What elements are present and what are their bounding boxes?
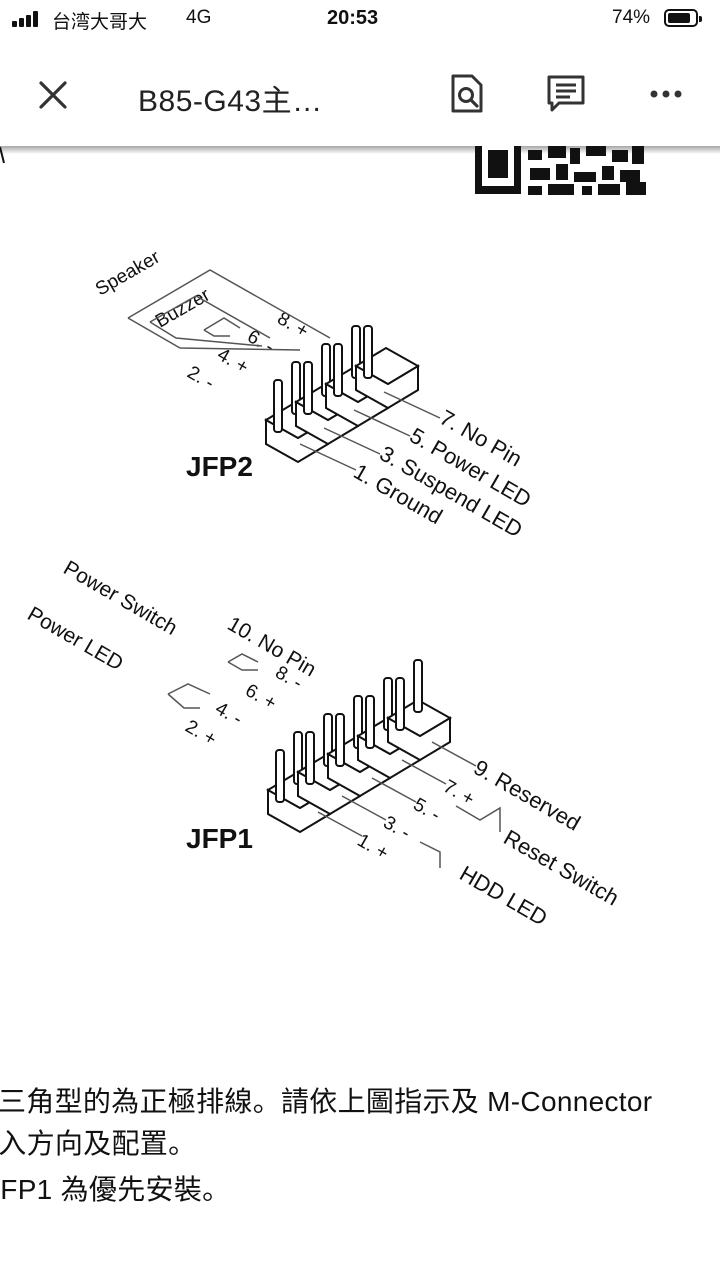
more-icon <box>650 90 682 98</box>
speaker-label: Speaker <box>92 246 164 300</box>
jfp1-pin-front-5 <box>395 677 405 731</box>
more-options-button[interactable] <box>642 74 690 114</box>
jfp2-pin-6: 6. - <box>244 326 278 358</box>
jfp1-pin-3: 3. - <box>380 812 414 844</box>
jfp1-pin-back-5 <box>413 659 423 713</box>
jfp2-title: JFP2 <box>186 451 253 482</box>
jfp2-pin-2: 2. - <box>184 362 218 394</box>
connector-diagram: JFP2 JFP1 Speaker Buzzer 8. + 6. - 4. + … <box>0 146 646 931</box>
comments-button[interactable] <box>542 70 590 118</box>
app-toolbar: B85-G43主… <box>0 40 720 154</box>
clock: 20:53 <box>327 7 379 29</box>
jfp1-pin-5: 5. - <box>410 794 444 826</box>
leader-lines <box>127 269 501 868</box>
jfp1-pin-front-3 <box>335 713 345 767</box>
carrier-name: 台湾大哥大 <box>52 12 148 33</box>
jfp2-pin-front-3 <box>333 343 343 397</box>
jfp2-connector <box>264 325 420 464</box>
jfp1-pin-6: 6. + <box>242 680 280 714</box>
document-title: B85-G43主… <box>138 85 323 118</box>
qr-code-fragment <box>475 146 646 195</box>
battery-percent: 74% <box>612 7 651 28</box>
jfp1-pin-2: 2. + <box>182 716 220 750</box>
find-in-document-button[interactable] <box>444 70 490 118</box>
jfp1-pin-4: 4. - <box>212 698 246 730</box>
battery-icon <box>664 9 702 27</box>
comment-icon <box>547 75 585 112</box>
instruction-line-2: 插入方向及配置。 <box>0 1128 197 1159</box>
jfp1-pin-front-4 <box>365 695 375 749</box>
status-bar: 台湾大哥大 4G 20:53 74% <box>0 0 720 40</box>
hdd-led-label: HDD LED <box>456 861 552 931</box>
close-icon <box>39 81 67 109</box>
jfp1-pin-front-2 <box>305 731 315 785</box>
jfp1-pin-9: 9. Reserved <box>470 755 585 836</box>
buzzer-label: Buzzer <box>152 284 214 332</box>
jfp1-connector <box>266 659 452 834</box>
power-led-label: Power LED <box>24 602 127 675</box>
document-search-icon <box>451 74 483 113</box>
jfp2-pin-front-1 <box>273 379 283 433</box>
jfp1-pin-front-1 <box>275 749 285 803</box>
jfp2-pin-front-4 <box>363 325 373 379</box>
signal-icon <box>12 11 44 27</box>
jfp1-pin-7: 7. + <box>440 776 478 810</box>
instruction-line-1: 三角型的為正極排線。請依上圖指示及 M-Connector <box>0 1086 653 1117</box>
network-type: 4G <box>186 7 212 28</box>
jfp1-pin-10: 10. No Pin <box>224 612 320 681</box>
instruction-line-3: JFP1 為優先安裝。 <box>0 1174 231 1205</box>
document-viewer[interactable]: JFP2 JFP1 Speaker Buzzer 8. + 6. - 4. + … <box>0 146 720 1281</box>
jfp2-pin-front-2 <box>303 361 313 415</box>
jfp1-title: JFP1 <box>186 823 253 854</box>
close-button[interactable] <box>30 72 76 118</box>
